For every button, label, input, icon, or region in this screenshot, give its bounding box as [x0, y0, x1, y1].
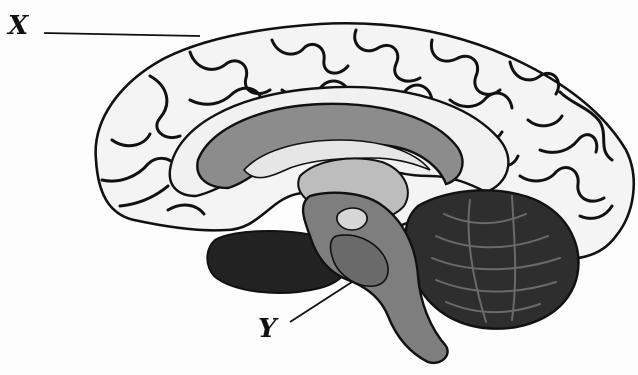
midbrain-detail	[337, 208, 367, 230]
label-x-leader-line	[44, 33, 200, 36]
label-x: X	[8, 13, 28, 39]
label-y: Y	[258, 316, 277, 342]
